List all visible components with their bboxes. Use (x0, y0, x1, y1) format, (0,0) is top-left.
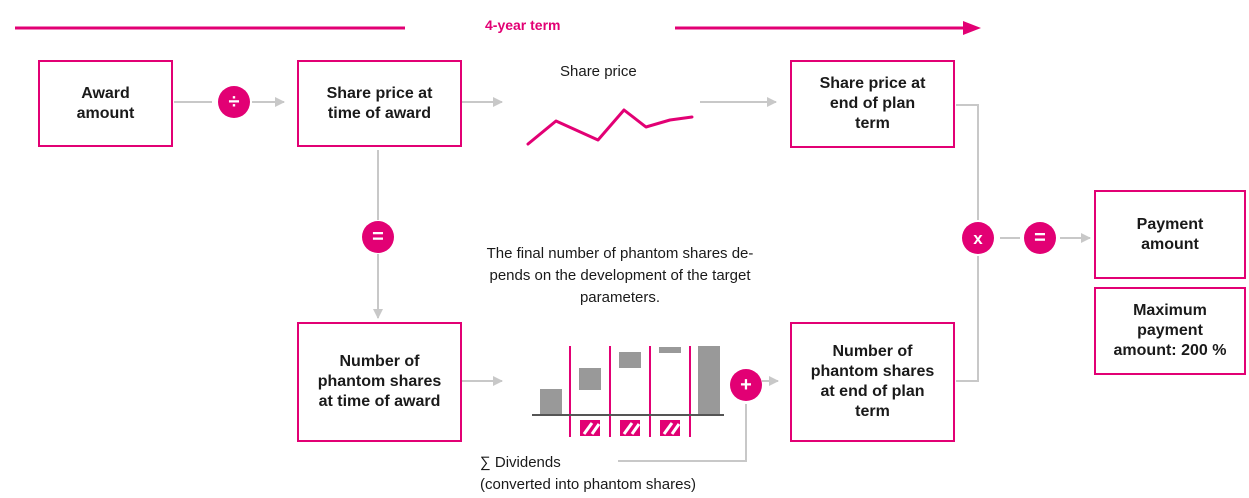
maximum-payment-box: Maximum payment amount: 200 % (1094, 287, 1246, 375)
plus-icon: + (730, 369, 762, 401)
share-price-label: Share price (560, 63, 637, 80)
waterfall-chart-icon (532, 346, 724, 437)
equals-icon-right: = (1024, 222, 1056, 254)
payment-amount-box: Payment amount (1094, 190, 1246, 279)
arrow-right-icon (963, 21, 981, 35)
phantom-shares-note: The final number of phantom shares de-pe… (486, 245, 754, 306)
dividends-note: (converted into phantom shares) (480, 476, 696, 493)
share-price-at-award-box: Share price at time of award (297, 60, 462, 147)
equals-icon: = (362, 221, 394, 253)
phantom-shares-at-award-box: Number of phantom shares at time of awar… (297, 322, 462, 442)
share-price-at-end-box: Share price at end of plan term (790, 60, 955, 148)
divide-icon: ÷ (218, 86, 250, 118)
award-amount-box: Award amount (38, 60, 173, 147)
phantom-shares-at-end-box: Number of phantom shares at end of plan … (790, 322, 955, 442)
multiply-icon: x (962, 222, 994, 254)
line-chart-icon (526, 108, 694, 146)
dividends-label: ∑ Dividends (480, 454, 561, 471)
term-label: 4-year term (485, 17, 561, 33)
